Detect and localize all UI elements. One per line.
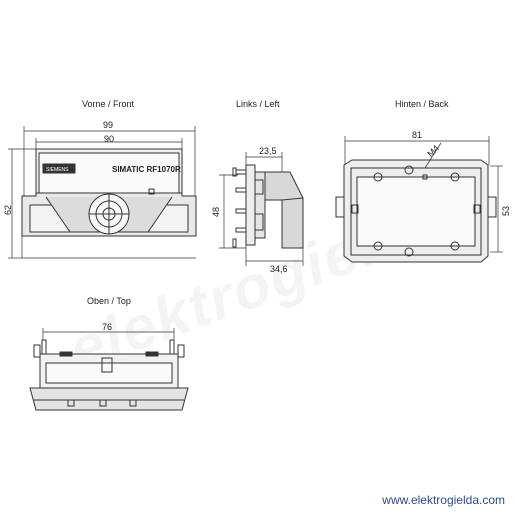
footer-url[interactable]: www.elektrogielda.com — [382, 493, 505, 507]
back-view-title: Hinten / Back — [395, 99, 449, 109]
dim-back-width-81: 81 — [412, 130, 423, 140]
top-view-title: Oben / Top — [87, 296, 131, 306]
dim-top-width-76: 76 — [102, 322, 113, 332]
dim-front-height-62: 62 — [3, 204, 13, 215]
left-view-title: Links / Left — [236, 99, 280, 109]
dim-left-height-48: 48 — [211, 206, 221, 217]
dim-left-23-5: 23,5 — [259, 146, 277, 156]
left-view-drawing — [232, 164, 304, 249]
front-view-title: Vorne / Front — [82, 99, 135, 109]
model-label: SIMATIC RF1070R — [112, 165, 181, 174]
dim-front-width-90: 90 — [104, 134, 115, 144]
dim-front-width-99: 99 — [103, 120, 114, 130]
front-view-drawing — [21, 148, 197, 237]
dim-left-34-6: 34,6 — [270, 264, 288, 274]
brand-label: SIEMENS — [46, 167, 69, 173]
top-view-drawing — [29, 339, 189, 411]
back-view-drawing — [335, 159, 497, 263]
dim-back-height-53: 53 — [501, 205, 511, 216]
